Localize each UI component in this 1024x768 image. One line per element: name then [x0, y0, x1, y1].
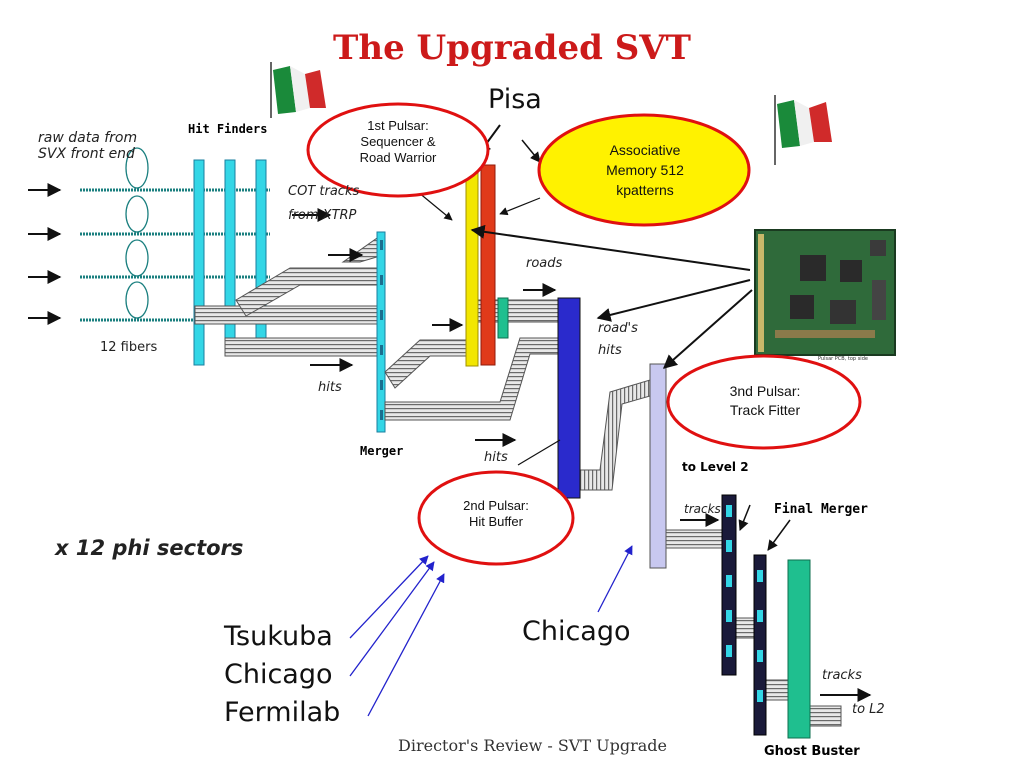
- institution-arrows: [349, 545, 633, 717]
- page-title: The Upgraded SVT: [333, 28, 691, 68]
- pulsar2-line1: 2nd Pulsar:: [463, 498, 529, 513]
- ghost-buster-label: Ghost Buster: [764, 744, 860, 759]
- fiber-lines: [28, 147, 270, 325]
- pulsar2-ellipse: [417, 470, 575, 566]
- tsukuba-label: Tsukuba: [224, 621, 333, 652]
- pisa-label: Pisa: [488, 84, 542, 115]
- cot-tracks-line1: COT tracks: [288, 184, 360, 199]
- phi-sectors-label: x 12 phi sectors: [55, 536, 244, 560]
- roads-hits-line2: hits: [598, 343, 622, 358]
- tracks-label-1: tracks: [684, 502, 721, 516]
- cot-tracks-line2: from XTRP: [288, 208, 357, 223]
- flow-arrows: [292, 124, 872, 702]
- raw-data-line2: SVX front end: [38, 146, 135, 162]
- footer-text: Director's Review - SVT Upgrade: [398, 736, 667, 755]
- board-caption: Pulsar PCB, top side: [818, 356, 868, 362]
- pulsar3-ellipse: [666, 354, 862, 450]
- italy-flag-left-icon: [270, 62, 326, 118]
- am-line1: Associative: [609, 142, 681, 158]
- pulsar2-line2: Hit Buffer: [469, 514, 523, 529]
- roads-hits-line1: road's: [598, 321, 638, 336]
- hit-finders-label: Hit Finders: [188, 122, 268, 136]
- italy-flag-right-icon: [774, 95, 832, 165]
- am-line3: kpatterns: [616, 182, 674, 198]
- chicago-right-label: Chicago: [522, 616, 631, 647]
- to-l2-label: to L2: [852, 702, 885, 717]
- raw-data-label: raw data from SVX front end: [38, 130, 137, 162]
- fermilab-label: Fermilab: [224, 697, 341, 728]
- pulsar1-line1: 1st Pulsar:: [367, 118, 429, 133]
- pulsar-board-photo: [754, 229, 896, 356]
- am-ellipse: [537, 113, 751, 227]
- pulsar1-ellipse: [306, 102, 490, 198]
- pulsar2-label: 2nd Pulsar: Hit Buffer: [426, 498, 566, 530]
- am-label: Associative Memory 512 kpatterns: [560, 140, 730, 200]
- roads-hits-label: road's hits: [598, 318, 638, 362]
- chicago-left-label: Chicago: [224, 659, 333, 690]
- final-merger-label: Final Merger: [774, 502, 868, 517]
- hits-label-2: hits: [484, 450, 508, 465]
- pulsar1-label: 1st Pulsar: Sequencer & Road Warrior: [318, 118, 478, 166]
- pulsar-boards: [465, 164, 811, 739]
- hits-label-1: hits: [318, 380, 342, 395]
- pulsar1-line2: Sequencer &: [360, 134, 436, 149]
- raw-data-line1: raw data from: [38, 130, 138, 146]
- merger-label: Merger: [360, 444, 404, 458]
- pulsar3-line2: Track Fitter: [729, 402, 801, 418]
- am-line2: Memory 512: [606, 162, 684, 178]
- pulsar3-line1: 3nd Pulsar:: [729, 383, 801, 399]
- tracks-label-2: tracks: [822, 668, 862, 683]
- roads-label: roads: [526, 256, 563, 271]
- pulsar1-line3: Road Warrior: [359, 150, 437, 165]
- cot-tracks-label: COT tracks from XTRP: [288, 180, 359, 228]
- to-level2-label: to Level 2: [682, 460, 749, 474]
- pulsar3-label: 3nd Pulsar: Track Fitter: [680, 382, 850, 420]
- institutions-left: Tsukuba Chicago Fermilab: [224, 618, 340, 732]
- fibers-label: 12 fibers: [100, 340, 158, 355]
